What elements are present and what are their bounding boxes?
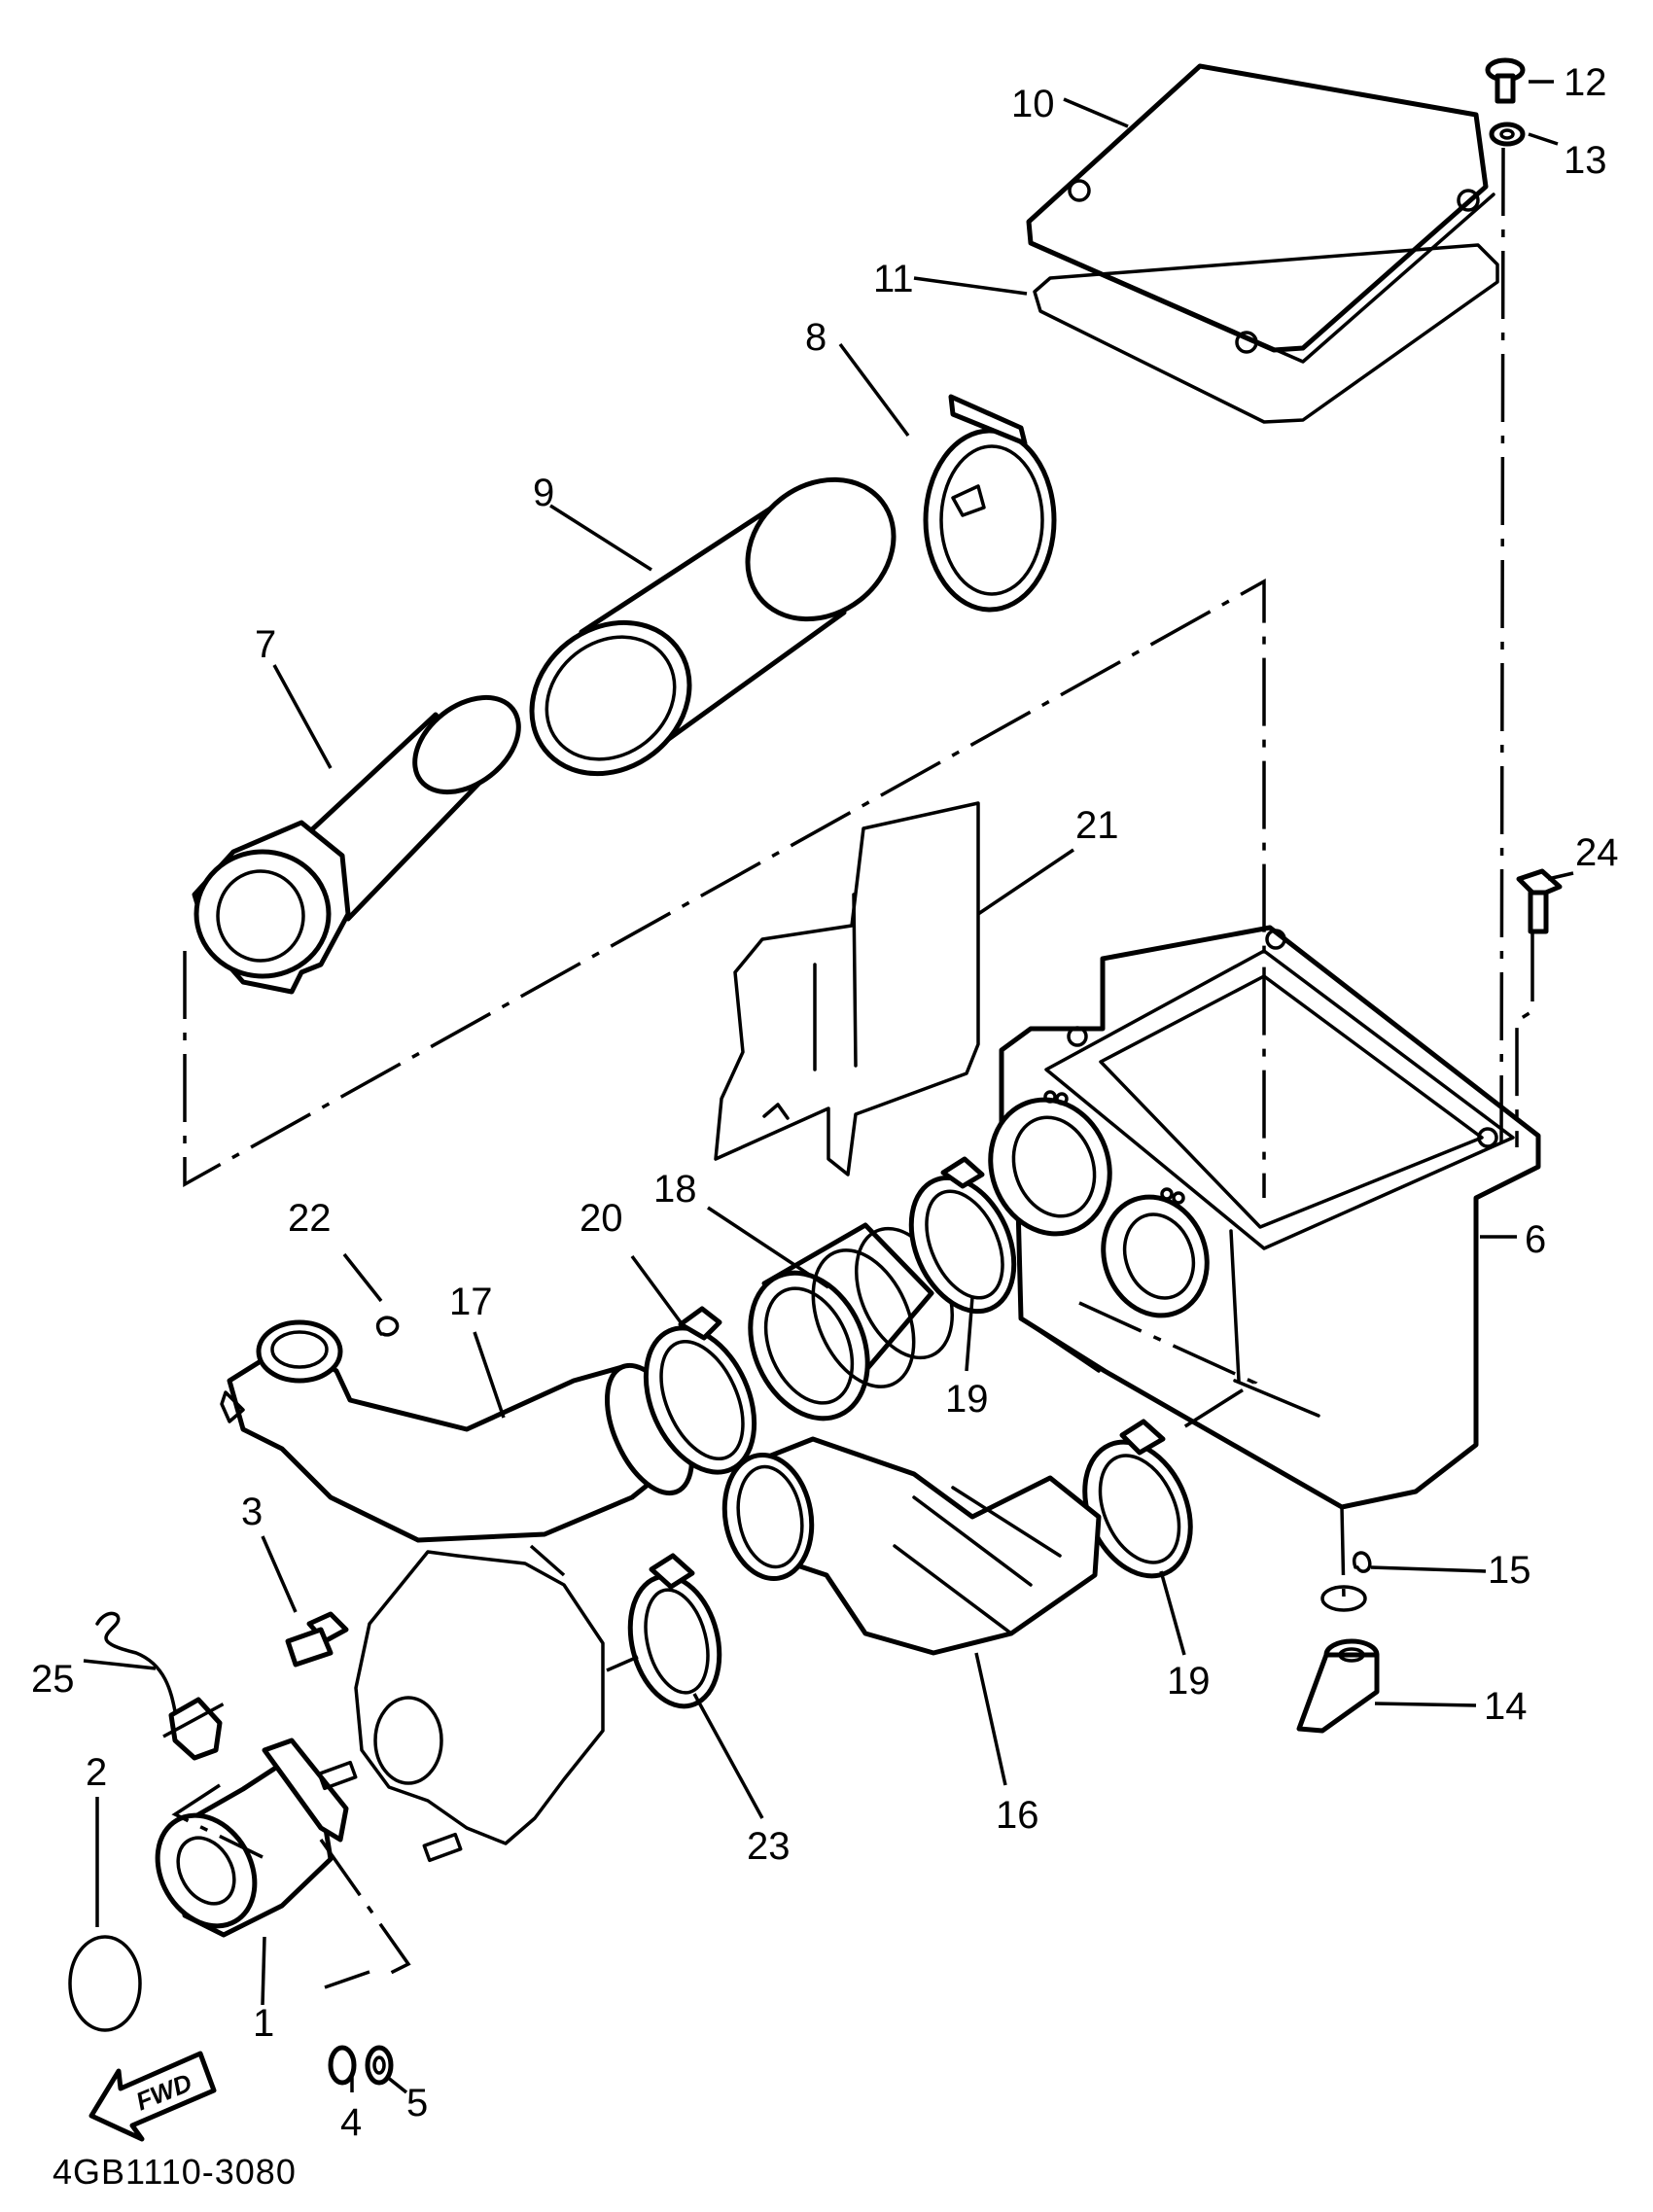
part-15-clip [1320, 1551, 1372, 1612]
part-13-washer [1489, 122, 1526, 147]
part-6-air-box [988, 925, 1541, 1510]
callout-23: 23 [747, 1825, 791, 1868]
callout-5: 5 [406, 2082, 428, 2124]
part-16-lower-duct [721, 1436, 1102, 1656]
assembly-lines [162, 147, 1534, 1989]
part-17-intake-duct [220, 1319, 694, 1543]
part-20-clamp [643, 1306, 757, 1475]
part-1-joint [155, 1738, 349, 1938]
part-7-filter-guide [192, 694, 521, 995]
callout-14: 14 [1484, 1685, 1528, 1728]
callout-24: 24 [1575, 831, 1619, 874]
callout-21: 21 [1075, 804, 1119, 847]
callout-17: 17 [449, 1281, 493, 1323]
callout-15: 15 [1488, 1549, 1531, 1592]
callout-10: 10 [1011, 83, 1055, 125]
part-22-clip [375, 1316, 400, 1337]
callout-9: 9 [533, 472, 554, 514]
part-14-drain-cap [1296, 1638, 1380, 1734]
drawing-code: 4GB1110-3080 [53, 2152, 297, 2192]
part-21-plate [714, 801, 980, 1176]
carburetor-outline [354, 1550, 605, 1845]
part-12-screw [1485, 57, 1526, 104]
callout-16: 16 [996, 1794, 1039, 1837]
part-18-joint [748, 1222, 955, 1422]
callout-4: 4 [340, 2101, 362, 2144]
part-23-clamp [627, 1553, 722, 1709]
part-24-bolt [1516, 868, 1563, 934]
part-11-cap-gasket [1033, 243, 1499, 424]
callout-22: 22 [288, 1197, 332, 1240]
part-4-nut [328, 2045, 357, 2086]
callout-11: 11 [873, 258, 914, 300]
callout-13: 13 [1564, 139, 1607, 182]
part-19-clamp-lower [1082, 1419, 1193, 1579]
callout-3: 3 [241, 1491, 263, 1533]
studs [317, 1760, 463, 1863]
callout-19-lower: 19 [1167, 1660, 1211, 1703]
callouts: 10 11 12 13 8 9 7 21 24 6 22 17 20 18 19… [31, 61, 1619, 2144]
callout-25: 25 [31, 1658, 75, 1701]
part-25-wire [95, 1611, 223, 1761]
callout-20: 20 [580, 1197, 623, 1240]
part-5-washer [365, 2045, 394, 2086]
part-2-o-ring [68, 1935, 142, 2032]
callout-7: 7 [255, 623, 276, 666]
part-9-filter-element [529, 476, 897, 777]
callout-19-upper: 19 [945, 1378, 989, 1421]
part-19-clamp-upper [908, 1156, 1017, 1315]
callout-8: 8 [805, 316, 826, 359]
part-3-bolt [285, 1611, 349, 1668]
callout-1: 1 [253, 2002, 274, 2045]
callout-18: 18 [653, 1168, 697, 1211]
callout-12: 12 [1564, 61, 1607, 104]
leader-lines [83, 80, 1574, 2094]
callout-6: 6 [1525, 1218, 1546, 1261]
part-8-filter-end-cap [923, 394, 1057, 613]
forward-arrow: FWD [88, 2051, 217, 2142]
part-10-air-box-cap [1026, 63, 1495, 364]
callout-2: 2 [86, 1751, 107, 1794]
